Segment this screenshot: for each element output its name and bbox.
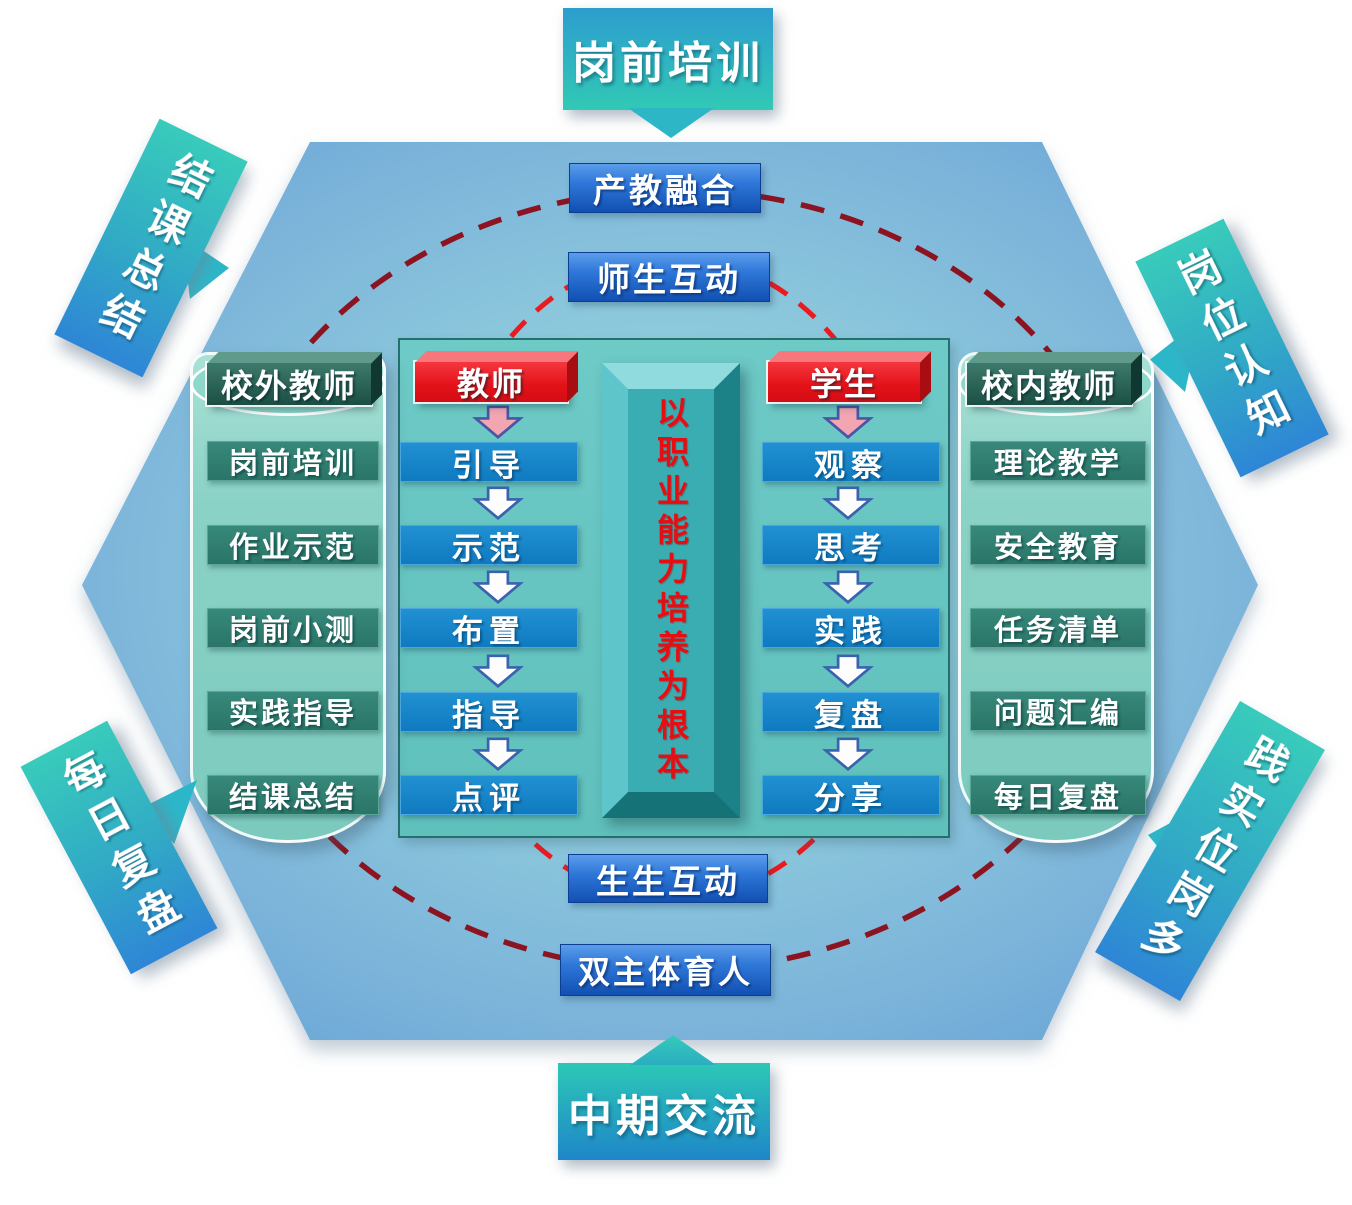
banner-midterm-exchange: 中期交流	[558, 1063, 770, 1160]
flow-label: 引导	[452, 447, 526, 483]
banner-text: 岗前培训	[572, 39, 764, 88]
teacher-flow-box: 布置	[400, 608, 578, 649]
student-flow-box: 复盘	[762, 692, 940, 733]
item-label: 结课总结	[228, 782, 357, 814]
item-label: 岗前小测	[228, 615, 357, 647]
flow-label: 实践	[814, 613, 888, 649]
flow-label: 布置	[452, 613, 526, 649]
center-pillar: 以职业能力培养为根本	[602, 363, 740, 818]
internal-teacher-item: 问题汇编	[970, 691, 1146, 731]
student-flow-box: 观察	[762, 442, 940, 483]
internal-teacher-header: 校内教师	[967, 363, 1131, 405]
teacher-header: 教师	[415, 362, 567, 402]
ring-label-dual-subject: 双主体育人	[560, 944, 771, 996]
down-arrow-icon	[472, 737, 524, 771]
down-arrow-icon	[822, 570, 874, 604]
item-label: 问题汇编	[993, 698, 1122, 730]
student-flow-box: 实践	[762, 608, 940, 649]
internal-teacher-header-label: 校内教师	[980, 368, 1117, 404]
ring-label-student-student-interaction: 生生互动	[568, 854, 768, 903]
external-teacher-header: 校外教师	[207, 363, 371, 405]
ring-label-text: 产教融合	[593, 172, 737, 209]
internal-teacher-item: 理论教学	[970, 441, 1146, 481]
item-label: 理论教学	[993, 448, 1122, 480]
external-teacher-item: 实践指导	[207, 691, 379, 731]
student-flow-box: 分享	[762, 775, 940, 816]
pillar-text: 以职业能力培养为根本	[653, 395, 689, 786]
student-flow-box: 思考	[762, 525, 940, 566]
internal-teacher-item: 任务清单	[970, 608, 1146, 648]
internal-teacher-item: 安全教育	[970, 525, 1146, 565]
student-header-label: 学生	[809, 366, 878, 402]
down-arrow-icon	[822, 405, 874, 439]
down-arrow-icon	[472, 486, 524, 520]
down-arrow-icon	[822, 486, 874, 520]
down-arrow-icon	[822, 737, 874, 771]
teacher-flow-box: 引导	[400, 442, 578, 483]
ring-label-text: 师生互动	[597, 261, 741, 298]
teacher-header-label: 教师	[456, 366, 525, 402]
item-label: 实践指导	[228, 698, 357, 730]
flow-label: 复盘	[814, 697, 888, 733]
flow-label: 点评	[452, 780, 526, 816]
flow-label: 观察	[814, 447, 888, 483]
teacher-flow-box: 指导	[400, 692, 578, 733]
external-teacher-cylinder	[190, 352, 386, 843]
ring-label-teacher-student-interaction: 师生互动	[568, 252, 770, 302]
down-arrow-icon	[472, 570, 524, 604]
ring-label-industry-education: 产教融合	[569, 163, 761, 213]
item-label: 作业示范	[228, 532, 357, 564]
internal-teacher-cylinder	[958, 352, 1154, 843]
internal-teacher-item: 每日复盘	[970, 775, 1146, 815]
banner-pre-job-training: 岗前培训	[563, 8, 773, 110]
flow-label: 思考	[814, 530, 888, 566]
external-teacher-item: 结课总结	[207, 775, 379, 815]
down-arrow-icon	[472, 654, 524, 688]
external-teacher-item: 岗前培训	[207, 441, 379, 481]
teacher-flow-box: 示范	[400, 525, 578, 566]
external-teacher-header-label: 校外教师	[220, 368, 357, 404]
item-label: 任务清单	[993, 615, 1122, 647]
item-label: 安全教育	[993, 532, 1122, 564]
down-arrow-icon	[472, 405, 524, 439]
flow-label: 指导	[452, 697, 526, 733]
ring-label-text: 双主体育人	[577, 954, 753, 990]
down-arrow-icon	[822, 654, 874, 688]
external-teacher-item: 作业示范	[207, 525, 379, 565]
ring-label-text: 生生互动	[596, 862, 740, 900]
teacher-flow-box: 点评	[400, 775, 578, 816]
external-teacher-item: 岗前小测	[207, 608, 379, 648]
flow-label: 分享	[814, 780, 888, 816]
banner-text: 中期交流	[568, 1091, 760, 1141]
flow-label: 示范	[452, 530, 526, 566]
item-label: 每日复盘	[993, 782, 1122, 814]
student-header: 学生	[768, 362, 920, 402]
item-label: 岗前培训	[228, 448, 357, 480]
